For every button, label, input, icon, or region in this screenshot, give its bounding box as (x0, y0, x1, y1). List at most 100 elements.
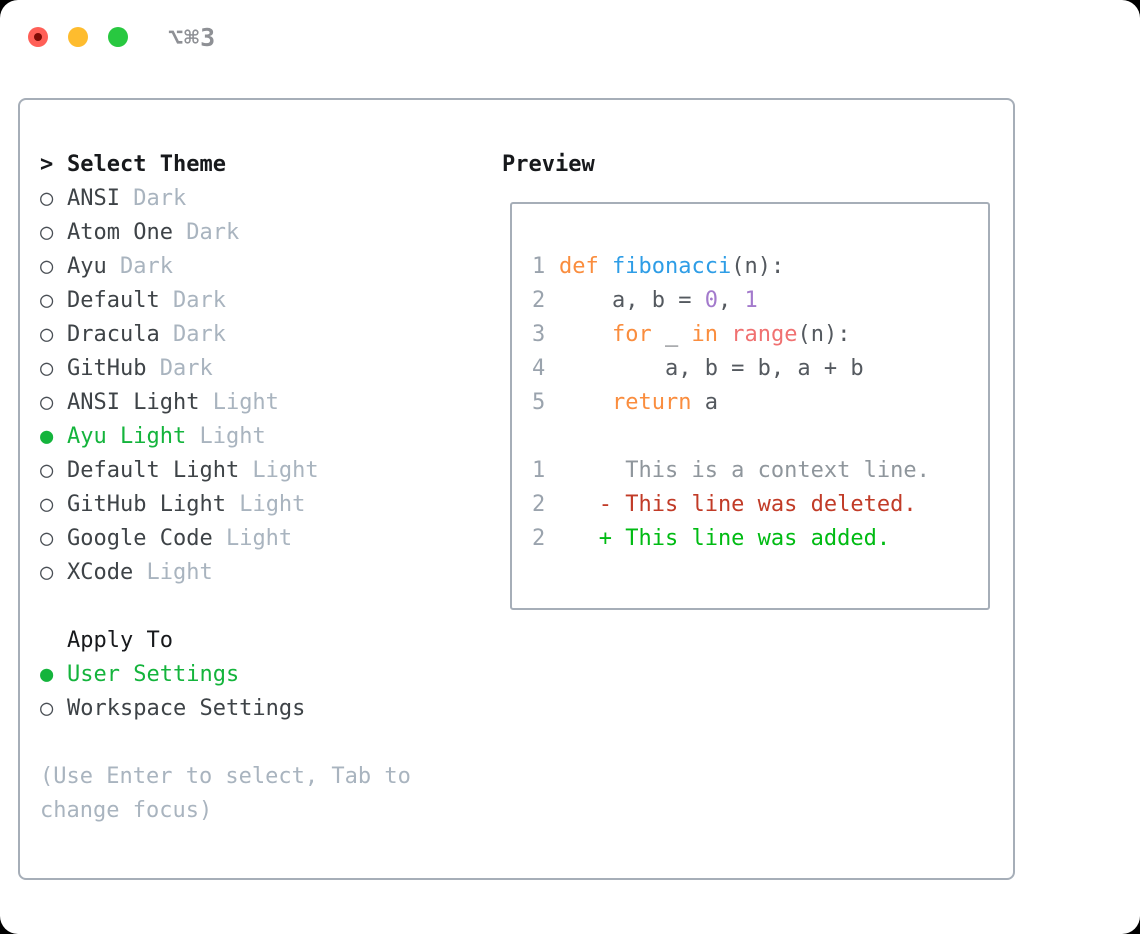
code-segment-fg (559, 390, 612, 415)
code-segment-keyword: in (691, 322, 718, 347)
theme-variant: Dark (159, 322, 226, 347)
theme-variant: Dark (172, 220, 240, 245)
theme-option-xcode-light[interactable]: ○ XCode Light (40, 556, 485, 590)
theme-option-ansi-dark[interactable]: ○ANSI Dark (40, 182, 485, 216)
code-text: a, b = 0, 1 (559, 284, 758, 318)
theme-variant: Light (186, 424, 266, 449)
radio-unselected-icon: ○ (40, 560, 54, 585)
preview-header: Preview (502, 152, 595, 177)
theme-option-ansi-light-light[interactable]: ○ ANSI Light Light (40, 386, 485, 420)
radio-unselected-icon: ○ (40, 390, 54, 415)
code-segment-fg: a, b = b, a + b (559, 356, 864, 381)
code-text: + This line was added. (559, 522, 890, 556)
code-segment-number: 1 (744, 288, 758, 313)
line-number: 5 (532, 390, 546, 415)
code-segment-fg (559, 322, 612, 347)
theme-variant: Dark (106, 254, 173, 279)
radio-unselected-icon: ○ (40, 696, 54, 721)
code-text: def fibonacci(n): (559, 250, 784, 284)
theme-variant: Light (239, 458, 319, 483)
theme-option-default-dark[interactable]: ○ Default Dark (40, 284, 485, 318)
code-line: 2 - This line was deleted. (532, 488, 988, 522)
code-text: for _ in range(n): (559, 318, 850, 352)
focus-caret-icon: > (40, 152, 54, 177)
radio-unselected-icon: ○ (40, 220, 54, 245)
theme-name: GitHub (67, 356, 147, 381)
code-segment-keyword: def (559, 254, 612, 279)
theme-name: Ayu (67, 254, 107, 279)
code-segment-context: This is a context line. (559, 458, 930, 483)
spacer (40, 590, 485, 624)
theme-name: ANSI Light (67, 390, 200, 415)
code-segment-deleted: - This line was deleted. (559, 492, 917, 517)
theme-option-ayu-light-light[interactable]: ●Ayu Light Light (40, 420, 485, 454)
apply-option-label: Workspace Settings (67, 696, 306, 721)
code-text: a, b = b, a + b (559, 352, 864, 386)
theme-option-ayu-dark[interactable]: ○ Ayu Dark (40, 250, 485, 284)
apply-to-list: ● User Settings ○ Workspace Settings (40, 658, 485, 726)
radio-unselected-icon: ○ (40, 492, 54, 517)
radio-unselected-icon: ○ (40, 254, 54, 279)
window-title: ⌥⌘3 (168, 23, 217, 52)
theme-variant: Light (212, 526, 293, 551)
line-number: 2 (532, 288, 546, 313)
theme-option-dracula-dark[interactable]: ○ Dracula Dark (40, 318, 485, 352)
theme-option-github-dark[interactable]: ○GitHub Dark (40, 352, 485, 386)
code-segment-builtin: range (731, 322, 798, 347)
code-segment-fg: (n): (731, 254, 785, 279)
code-text: return a (559, 386, 718, 420)
theme-variant: Light (199, 390, 279, 415)
select-theme-title: Select Theme (67, 152, 226, 177)
theme-name: Default (67, 288, 160, 313)
line-number (532, 420, 559, 454)
theme-option-atom-one-dark[interactable]: ○ Atom One Dark (40, 216, 485, 250)
theme-picker-column: > Select Theme ○ANSI Dark○Atom One Dark○… (40, 148, 485, 828)
theme-dialog: > Select Theme ○ANSI Dark○Atom One Dark○… (18, 98, 1015, 880)
theme-name: XCode (67, 560, 134, 585)
line-number: 2 (532, 492, 546, 517)
radio-unselected-icon: ○ (40, 322, 54, 347)
theme-name: Dracula (67, 322, 160, 347)
minimize-button[interactable] (68, 27, 88, 47)
theme-variant: Light (225, 492, 306, 517)
code-segment-fg: a (691, 390, 718, 415)
apply-option-label: User Settings (67, 662, 240, 687)
code-segment-fg: a, b = (559, 288, 705, 313)
apply-option-user-settings[interactable]: ● User Settings (40, 658, 485, 692)
close-button[interactable] (28, 27, 48, 47)
code-segment-fg (718, 322, 731, 347)
radio-unselected-icon: ○ (40, 288, 54, 313)
line-number: 1 (532, 458, 546, 483)
radio-selected-icon: ● (40, 424, 54, 449)
theme-option-github-light-light[interactable]: ○GitHub Light Light (40, 488, 485, 522)
theme-option-default-light-light[interactable]: ○Default Light Light (40, 454, 485, 488)
apply-to-indent (40, 624, 67, 658)
code-line: 3 for _ in range(n): (532, 318, 988, 352)
theme-variant: Dark (119, 186, 187, 211)
code-line: 1 def fibonacci(n): (532, 250, 988, 284)
radio-unselected-icon: ○ (40, 186, 54, 211)
select-theme-header: > Select Theme (40, 148, 485, 182)
code-line: 1 This is a context line. (532, 454, 988, 488)
zoom-button[interactable] (108, 27, 128, 47)
radio-selected-icon: ● (40, 662, 54, 687)
code-segment-keyword: return (611, 390, 692, 415)
code-segment-fg: _ (651, 322, 692, 347)
code-line: 4 a, b = b, a + b (532, 352, 988, 386)
apply-option-workspace-settings[interactable]: ○ Workspace Settings (40, 692, 485, 726)
line-number: 1 (532, 254, 546, 279)
theme-option-google-code-light[interactable]: ○Google Code Light (40, 522, 485, 556)
code-segment-function: fibonacci (611, 254, 732, 279)
code-segment-fg: , (717, 288, 745, 313)
line-number: 3 (532, 322, 546, 347)
theme-name: Atom One (67, 220, 173, 245)
line-number: 4 (532, 356, 546, 381)
theme-variant: Dark (146, 356, 213, 381)
code-segment-added: + This line was added. (559, 526, 891, 551)
theme-variant: Dark (159, 288, 226, 313)
theme-variant: Light (133, 560, 213, 585)
code-text: - This line was deleted. (559, 488, 917, 522)
